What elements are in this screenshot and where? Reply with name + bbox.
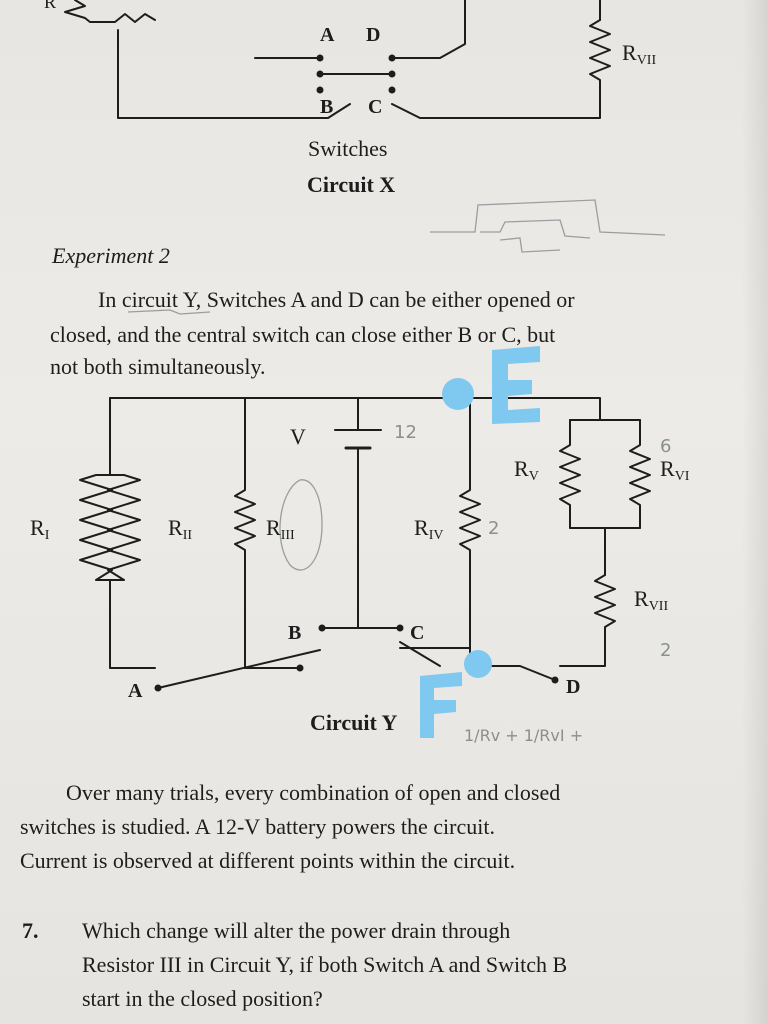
pencil-sketch-top: [430, 199, 666, 236]
circuit-y-r6-zigzag: [629, 419, 651, 529]
circuit-x-switch-d-label: D: [366, 24, 381, 46]
circuit-x-switch-a-label: A: [320, 24, 335, 46]
resistor-5-label: RV: [514, 456, 539, 484]
experiment-line-3: not both simultaneously.: [50, 354, 266, 379]
body-line-3: Current is observed at different points …: [20, 848, 516, 873]
circuit-x-contact-c: [388, 86, 396, 94]
circuit-x-switch-b-label: B: [320, 96, 334, 118]
circuit-x-left-wire: [117, 29, 351, 119]
circuit-x-diagram: [64, 0, 611, 119]
resistor-4-label: RIV: [414, 515, 444, 543]
body-line-2: switches is studied. A 12-V battery powe…: [20, 814, 495, 839]
pencil-sketch-low: [499, 237, 561, 253]
handwritten-r7-value: 2: [660, 640, 672, 661]
battery-label: V: [290, 424, 306, 449]
f-dot: [464, 650, 492, 678]
circuit-x-r7-label: RVII: [622, 40, 657, 68]
resistor-6-label: RVI: [660, 456, 690, 484]
resistor-1-label: RI: [30, 515, 50, 543]
circuit-y-r2-branch: [234, 397, 256, 669]
circuit-y-r1-down: [109, 579, 156, 669]
circuit-y-switch-a-label: A: [128, 680, 143, 702]
e-letter-shape: [492, 346, 540, 424]
question-line-2: Resistor III in Circuit Y, if both Switc…: [82, 952, 568, 977]
experiment-heading: Experiment 2: [52, 243, 170, 268]
f-letter-shape: [420, 672, 462, 738]
circuit-x-title: Circuit X: [307, 172, 396, 197]
question-line-3: start in the closed position?: [82, 986, 323, 1011]
circuit-y-switch-a-blade: [157, 649, 321, 689]
circuit-x-partial-resistor: [64, 0, 156, 23]
circuit-y-switch-d-label: D: [566, 676, 581, 698]
circuit-y-contact-c: [396, 624, 404, 632]
circuit-y-r1-right: [107, 474, 141, 581]
circuit-y-r5-zigzag: [559, 419, 581, 529]
pencil-ellipse-r3: [279, 479, 323, 571]
page-edge-shadow: [742, 0, 768, 1024]
handwritten-formula: 1/Rv + 1/RvI +: [464, 726, 584, 745]
circuit-y-title: Circuit Y: [310, 710, 398, 735]
circuit-x-top-wire: [394, 0, 466, 59]
handwritten-voltage: 12: [394, 422, 417, 443]
question-number: 7.: [22, 918, 39, 943]
circuit-y-contact-a2: [296, 664, 304, 672]
e-dot: [442, 378, 474, 410]
switches-caption: Switches: [308, 136, 388, 161]
experiment-line-2: closed, and the central switch can close…: [50, 322, 556, 347]
circuit-y-battery-down: [321, 447, 359, 629]
circuit-y-switch-b-label: B: [288, 622, 302, 644]
resistor-7-label: RVII: [634, 586, 669, 614]
circuit-x-switch-c-label: C: [368, 96, 383, 118]
circuit-y-r1-left: [79, 397, 113, 581]
handwritten-r6-value: 6: [660, 436, 672, 457]
resistor-3-label: RIII: [266, 515, 295, 543]
circuit-y-switch-c-label: C: [410, 622, 425, 644]
circuit-y-contact-d: [551, 676, 559, 684]
handwritten-r4-value: 2: [488, 518, 500, 539]
experiment-line-1: In circuit Y, Switches A and D can be ei…: [98, 287, 575, 312]
switch-contacts: [154, 54, 559, 692]
question-line-1: Which change will alter the power drain …: [82, 918, 511, 943]
circuit-y-diagram: [79, 397, 651, 689]
circuit-x-r7-zigzag: [391, 19, 611, 119]
resistor-2-label: RII: [168, 515, 193, 543]
circuit-x-contact-b: [316, 86, 324, 94]
circuit-x-contact-a2: [316, 70, 324, 78]
pencil-underline: [127, 309, 211, 315]
circuit-x-contact-a: [316, 54, 324, 62]
circuit-x-partial-label: R: [44, 0, 57, 12]
circuit-y-contact-b: [318, 624, 326, 632]
circuit-y-contact-a: [154, 684, 162, 692]
circuit-y-switch-bc-blade: [399, 641, 441, 667]
circuit-y-r4-branch: [399, 397, 481, 649]
circuit-y-r7-zigzag: [559, 574, 616, 667]
body-line-1: Over many trials, every combination of o…: [66, 780, 561, 805]
circuit-x-contact-d2: [388, 70, 396, 78]
pencil-sketch: [127, 199, 666, 571]
circuit-x-contact-d: [388, 54, 396, 62]
pencil-sketch-mid: [480, 219, 591, 239]
circuit-y-top-rail: [109, 397, 601, 421]
blue-highlight-marks: [420, 346, 540, 738]
